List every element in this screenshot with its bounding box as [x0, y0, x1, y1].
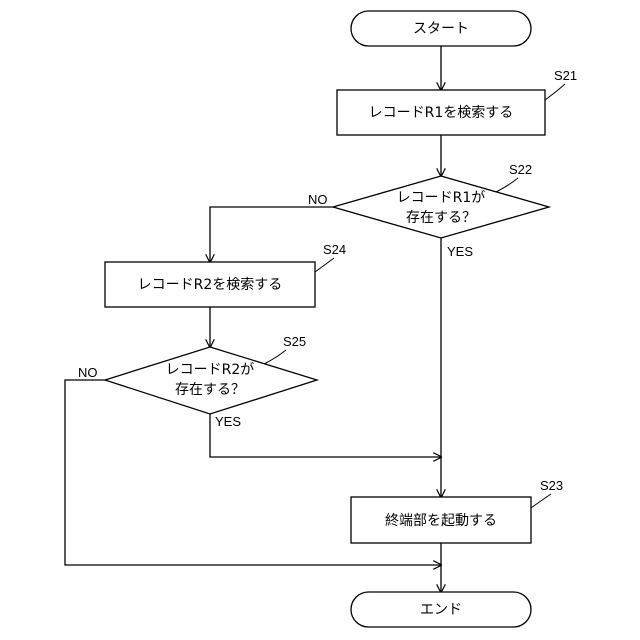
process-s21-label: レコードR1を検索する: [369, 104, 514, 121]
step-label-s21: S21: [554, 68, 577, 83]
step-label-s22: S22: [509, 162, 532, 177]
process-s24: レコードR2を検索する S24: [105, 242, 346, 307]
step-label-s24: S24: [323, 242, 346, 257]
process-s23-label: 終端部を起動する: [385, 513, 497, 529]
step-leader-s24: [315, 258, 334, 272]
decision-s25: レコードR2が 存在する？ S25 NO YES: [78, 334, 317, 429]
end-label: エンド: [420, 602, 462, 618]
step-leader-s23: [531, 494, 551, 508]
process-s23: 終端部を起動する S23: [351, 478, 563, 543]
decision-s25-line1: レコードR2が: [166, 362, 255, 378]
step-leader-s22: [496, 178, 518, 192]
branch-s25-yes: YES: [215, 414, 241, 429]
edge-s25-yes-merge: [210, 414, 441, 457]
process-s24-label: レコードR2を検索する: [138, 276, 283, 293]
start-label: スタート: [413, 21, 469, 37]
start-terminal: スタート: [351, 11, 531, 46]
edge-s22-no-to-s24: [210, 207, 333, 262]
decision-s22-line2: 存在する？: [406, 210, 476, 226]
branch-s22-yes: YES: [447, 244, 473, 259]
process-s21: レコードR1を検索する S21: [337, 68, 577, 135]
step-label-s23: S23: [540, 478, 563, 493]
step-label-s25: S25: [283, 334, 306, 349]
step-leader-s21: [545, 84, 565, 100]
decision-s22-line1: レコードR1が: [397, 190, 486, 206]
branch-s22-no: NO: [308, 192, 328, 207]
branch-s25-no: NO: [78, 365, 98, 380]
end-terminal: エンド: [351, 592, 531, 627]
step-leader-s25: [264, 350, 286, 364]
decision-s25-line2: 存在する？: [175, 382, 245, 398]
